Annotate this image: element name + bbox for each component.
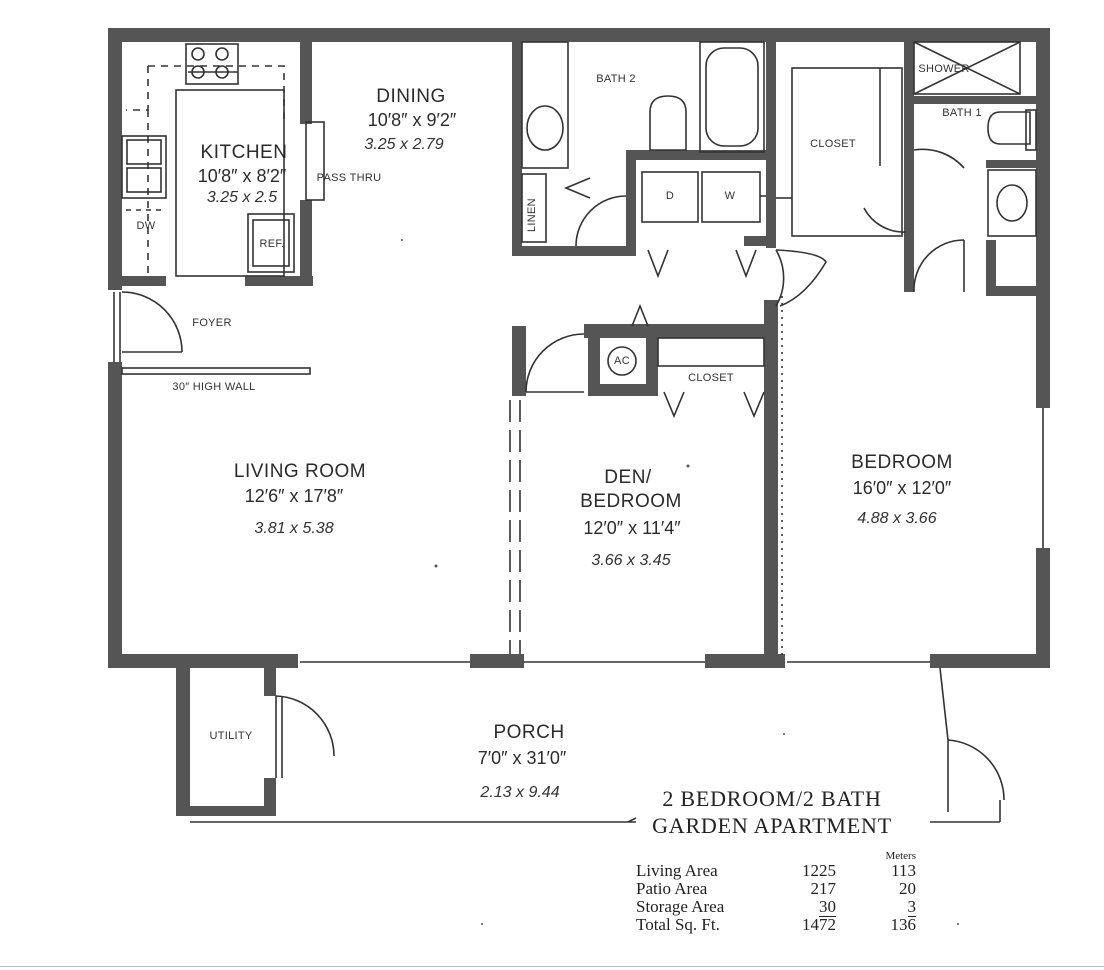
porch-label: PORCH — [493, 722, 565, 743]
row-sqft: 217 — [810, 879, 837, 898]
row-sqft: 1225 — [802, 861, 836, 880]
bedroom-label: BEDROOM — [851, 452, 953, 473]
row-label: Patio Area — [636, 879, 708, 898]
row-label: Living Area — [636, 861, 718, 880]
den-label-line2: BEDROOM — [580, 491, 682, 512]
pass-thru-label: PASS THRU — [316, 172, 382, 184]
dishwasher-label: DW — [136, 220, 156, 232]
linen-label: LINEN — [526, 198, 538, 232]
porch-dimensions: 7′0″ x 31′0″ — [477, 748, 567, 768]
living-room-metric: 3.81 x 5.38 — [254, 520, 334, 537]
utility-label: UTILITY — [209, 730, 253, 742]
living-room-label: LIVING ROOM — [233, 461, 367, 482]
row-meters: 20 — [899, 879, 916, 898]
dryer-label: D — [665, 190, 675, 202]
washer-label: W — [724, 190, 736, 202]
exterior-walls — [108, 28, 1050, 668]
table-row: Living Area 1225 113 — [636, 862, 916, 880]
porch-metric: 2.13 x 9.44 — [480, 784, 560, 801]
total-meters: 136 — [890, 915, 917, 934]
interior-walls — [108, 42, 1050, 816]
foyer-label: FOYER — [192, 317, 232, 329]
bedroom-dimensions: 16′0″ x 12′0″ — [852, 478, 952, 498]
plan-title-line1: 2 BEDROOM/2 BATH — [662, 786, 882, 811]
plan-title-line2: GARDEN APARTMENT — [652, 813, 892, 838]
closet-label-main: CLOSET — [810, 138, 856, 150]
mark-dots — [401, 239, 959, 925]
row-sqft: 30 — [819, 897, 836, 917]
area-table: Meters Living Area 1225 113 Patio Area 2… — [636, 850, 916, 934]
total-sqft: 1472 — [802, 915, 836, 934]
row-meters: 3 — [907, 897, 916, 917]
row-meters: 113 — [891, 861, 916, 880]
den-dimensions: 12′0″ x 11′4″ — [583, 518, 681, 538]
living-room-dimensions: 12′6″ x 17′8″ — [244, 486, 344, 506]
ac-label: AC — [614, 355, 630, 367]
refrigerator-label: REF. — [259, 238, 285, 250]
kitchen-dimensions: 10′8″ x 8′2″ — [197, 166, 287, 186]
table-row-total: Total Sq. Ft. 1472 136 — [636, 916, 916, 934]
kitchen-label: KITCHEN — [200, 142, 288, 163]
closet-label-den: CLOSET — [688, 372, 734, 384]
bath-1-label: BATH 1 — [942, 107, 982, 119]
den-metric: 3.66 x 3.45 — [591, 552, 671, 569]
total-label: Total Sq. Ft. — [636, 915, 720, 934]
kitchen-metric: 3.25 x 2.5 — [206, 189, 278, 206]
table-row: Storage Area 30 3 — [636, 897, 916, 917]
bottom-divider — [0, 966, 1104, 967]
dining-dimensions: 10′8″ x 9′2″ — [367, 110, 457, 130]
shower-label: SHOWER — [918, 63, 970, 75]
dining-metric: 3.25 x 2.79 — [364, 136, 444, 153]
table-row: Patio Area 217 20 — [636, 880, 916, 898]
dining-label: DINING — [376, 86, 446, 107]
row-label: Storage Area — [636, 897, 725, 916]
den-label-line1: DEN/ — [604, 467, 652, 488]
bath-2-label: BATH 2 — [596, 73, 636, 85]
bedroom-metric: 4.88 x 3.66 — [857, 510, 937, 527]
high-wall-label: 30″ HIGH WALL — [172, 381, 256, 393]
meters-header: Meters — [885, 850, 916, 862]
fixtures — [113, 41, 1044, 823]
